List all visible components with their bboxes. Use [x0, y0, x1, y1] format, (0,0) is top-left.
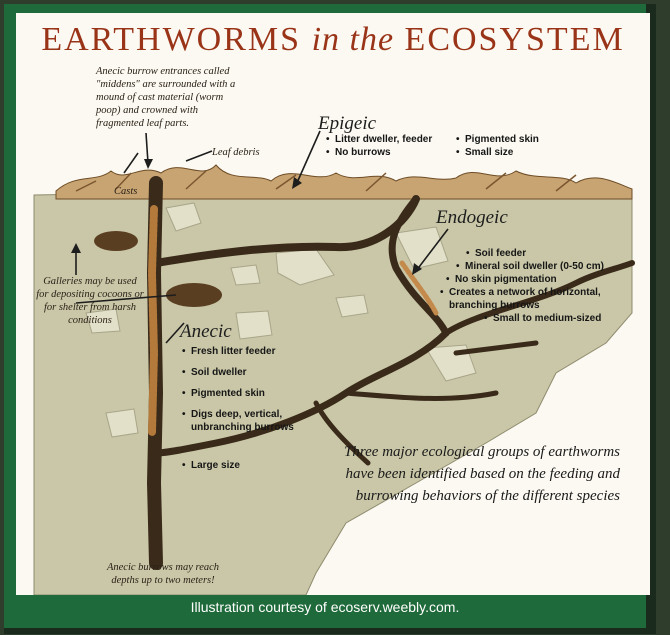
depth-note: Anecic burrows may reach depths up to tw…: [98, 561, 228, 587]
credit-caption: Illustration courtesy of ecoserv.weebly.…: [4, 599, 646, 615]
anecic-title: Anecic: [180, 321, 232, 343]
epigeic-trait: Small size: [456, 146, 539, 159]
leaf-debris-label: Leaf debris: [212, 146, 260, 159]
anecic-trait: Soil dweller: [182, 366, 302, 379]
title-part3: ECOSYSTEM: [405, 21, 625, 58]
title-part2: in the: [312, 21, 394, 58]
title-part1: EARTHWORMS: [41, 21, 301, 58]
anecic-traits: Fresh litter feeder Soil dweller Pigment…: [182, 345, 302, 434]
epigeic-traits-col2: Pigmented skin Small size: [456, 133, 539, 159]
endogeic-trait: Small to medium-sized: [484, 312, 626, 325]
anecic-trait: Large size: [182, 459, 240, 472]
gallery-upper: [94, 231, 138, 251]
anecic-trait: Pigmented skin: [182, 387, 302, 400]
leaf-litter: [56, 165, 632, 199]
summary-text: Three major ecological groups of earthwo…: [330, 441, 620, 507]
green-frame: EARTHWORMS in the ECOSYSTEM Anecic burro…: [4, 4, 656, 634]
page-title: EARTHWORMS in the ECOSYSTEM: [16, 21, 650, 59]
epigeic-trait: Pigmented skin: [456, 133, 539, 146]
epigeic-trait: Litter dweller, feeder: [326, 133, 432, 146]
epigeic-title: Epigeic: [318, 113, 376, 135]
endogeic-trait: Mineral soil dweller (0-50 cm): [456, 260, 626, 273]
endogeic-traits: Soil feeder Mineral soil dweller (0-50 c…: [426, 247, 626, 325]
anecic-trait: Fresh litter feeder: [182, 345, 302, 358]
illustration-panel: EARTHWORMS in the ECOSYSTEM Anecic burro…: [16, 13, 650, 595]
anecic-traits-extra: Large size: [182, 459, 240, 472]
casts-label: Casts: [114, 185, 137, 198]
endogeic-trait: Creates a network of horizontal, branchi…: [440, 286, 626, 312]
anecic-trait: Digs deep, vertical, unbranching burrows: [182, 408, 302, 434]
galleries-note: Galleries may be used for depositing coc…: [36, 275, 144, 327]
endogeic-trait: Soil feeder: [466, 247, 626, 260]
middens-note: Anecic burrow entrances called "middens"…: [96, 65, 246, 130]
epigeic-traits-col1: Litter dweller, feeder No burrows: [326, 133, 432, 159]
endogeic-title: Endogeic: [436, 207, 508, 229]
anecic-worm: [152, 209, 154, 433]
epigeic-trait: No burrows: [326, 146, 432, 159]
endogeic-trait: No skin pigmentation: [446, 273, 626, 286]
